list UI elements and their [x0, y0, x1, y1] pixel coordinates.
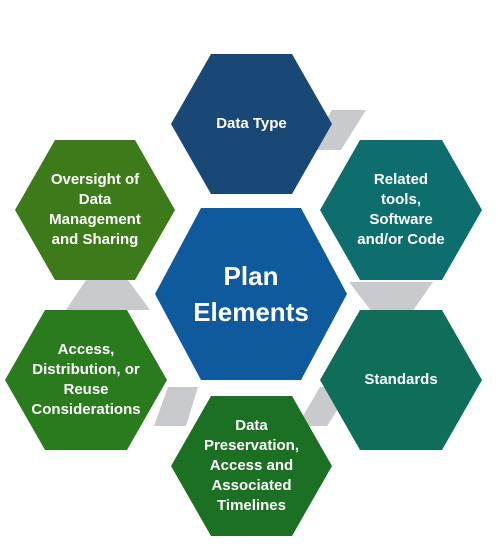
connector-bottom-left	[154, 387, 198, 426]
hexagon-data-preservation	[171, 396, 332, 536]
hexagon-related-tools	[320, 140, 482, 280]
hexagon-plan-elements	[155, 208, 347, 380]
connector-left	[66, 280, 150, 310]
hexagon-data-type	[171, 54, 332, 194]
hexagon-access-distribution	[5, 310, 167, 450]
connector-right	[349, 282, 433, 312]
hexagon-standards	[320, 310, 482, 450]
hexagon-oversight	[15, 140, 175, 280]
